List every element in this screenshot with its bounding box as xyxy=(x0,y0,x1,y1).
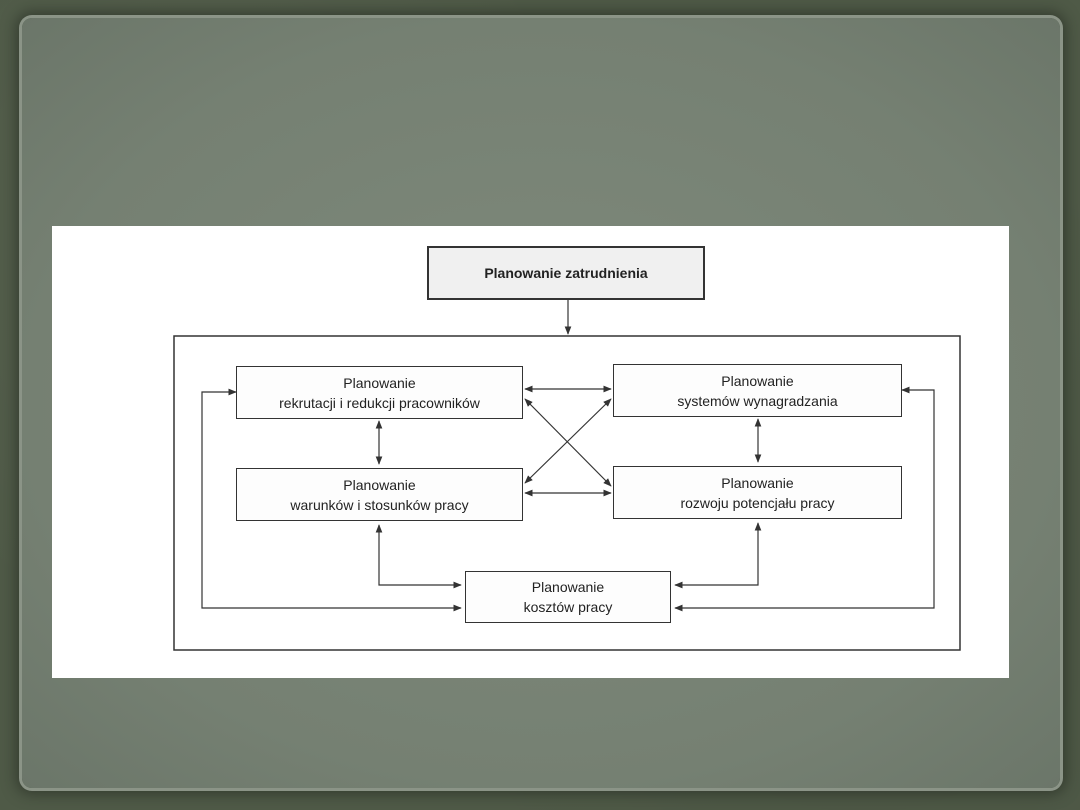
diagram-connectors xyxy=(173,300,961,651)
box-compensation-line2: systemów wynagradzania xyxy=(677,392,838,409)
box-compensation-line1: Planowanie xyxy=(721,372,794,389)
box-employment-planning: Planowanie zatrudnienia xyxy=(427,246,705,300)
box-costs-line2: kosztów pracy xyxy=(523,599,613,615)
box-recruitment-line1: Planowanie xyxy=(343,374,416,391)
arrow-development-costs xyxy=(674,522,762,589)
box-conditions-line1: Planowanie xyxy=(343,476,416,493)
box-costs-line1: Planowanie xyxy=(531,579,605,595)
box-development-line1: Planowanie xyxy=(721,474,794,491)
arrow-compensation-costs-loop xyxy=(674,386,935,612)
box-conditions-planning: Planowanie warunków i stosunków pracy xyxy=(236,468,523,521)
box-employment-planning-label: Planowanie zatrudnienia xyxy=(484,265,648,281)
box-costs-planning: Planowanie kosztów pracy xyxy=(465,571,671,623)
arrow-recruitment-costs-loop xyxy=(201,388,462,612)
box-development-line2: rozwoju potencjału pracy xyxy=(680,494,835,511)
box-compensation-planning: Planowanie systemów wynagradzania xyxy=(613,364,902,417)
diagram-panel: Planowanie zatrudnienia Planowanie rekru… xyxy=(52,226,1009,678)
box-conditions-line2: warunków i stosunków pracy xyxy=(290,496,469,513)
arrow-conditions-costs xyxy=(375,524,462,589)
box-development-planning: Planowanie rozwoju potencjału pracy xyxy=(613,466,902,519)
box-recruitment-planning: Planowanie rekrutacji i redukcji pracown… xyxy=(236,366,523,419)
outer-container xyxy=(173,335,961,651)
box-recruitment-line2: rekrutacji i redukcji pracowników xyxy=(279,394,480,411)
arrow-conditions-compensation xyxy=(524,398,612,484)
